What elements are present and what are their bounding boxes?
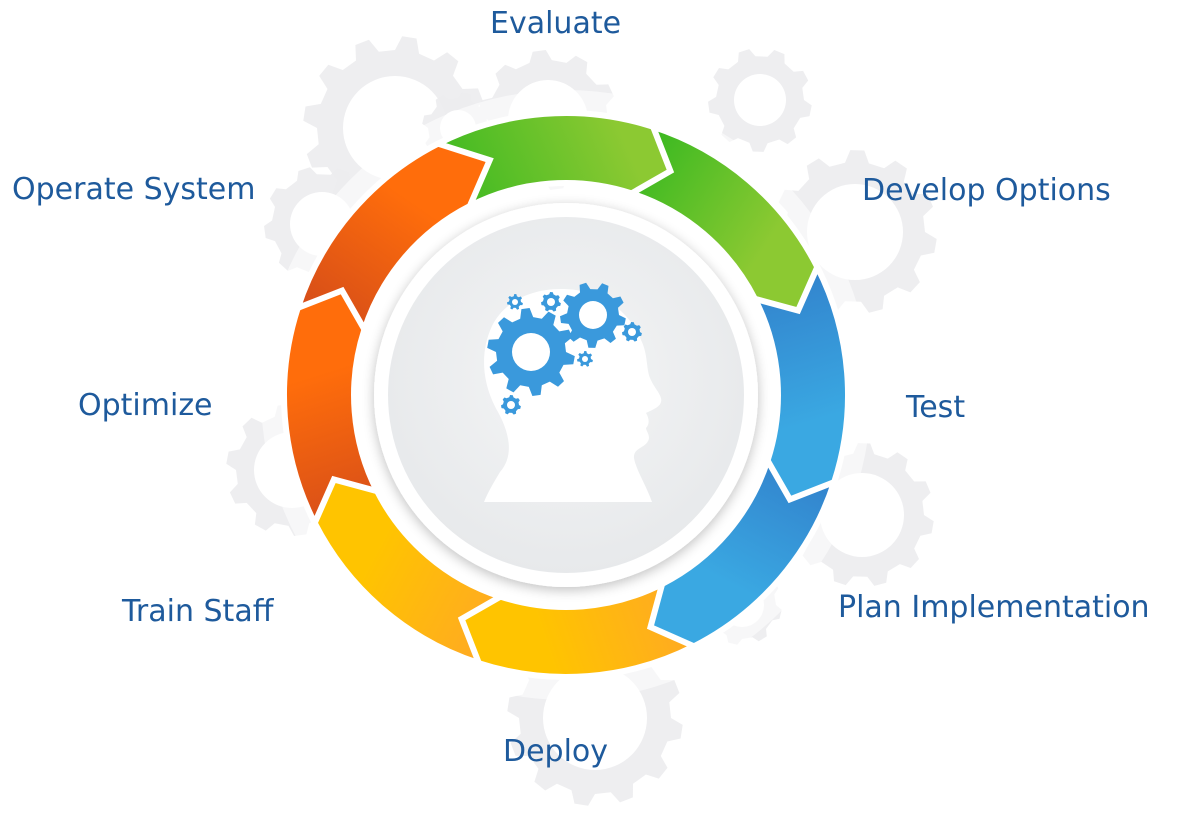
gear-icon [487, 308, 575, 396]
stage-label-plan-implementation: Plan Implementation [838, 590, 1150, 625]
gear-icon [622, 322, 642, 342]
stage-label-optimize: Optimize [78, 388, 213, 423]
gear-icon [577, 351, 593, 367]
arrow-ring [281, 110, 851, 680]
gear-icon [708, 49, 812, 152]
arrow-segment [292, 140, 494, 337]
stage-label-train-staff: Train Staff [122, 594, 274, 629]
stage-label-operate-system: Operate System [12, 172, 256, 207]
gear-icon [507, 294, 523, 310]
stage-label-deploy: Deploy [503, 734, 609, 769]
stage-label-develop-options: Develop Options [862, 173, 1111, 208]
head-with-gears-icon [484, 282, 662, 502]
gear-icon [541, 292, 561, 312]
stage-label-evaluate: Evaluate [490, 6, 622, 41]
stage-label-test: Test [906, 390, 966, 425]
gear-icon [501, 395, 521, 415]
gear-icon [560, 282, 626, 348]
